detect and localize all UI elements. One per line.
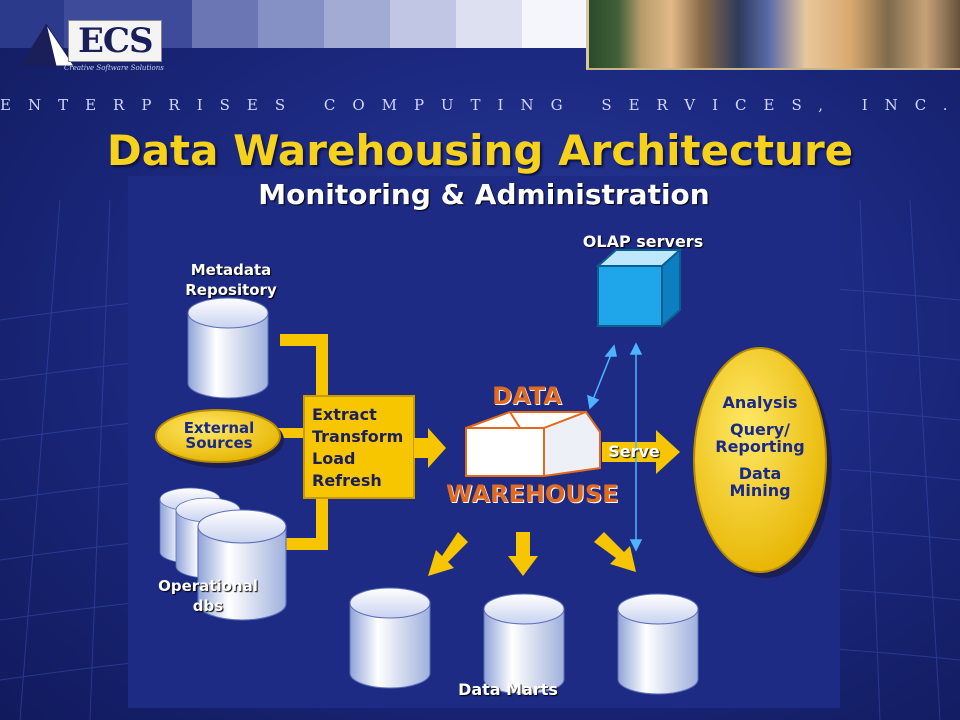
etl-step: Extract: [312, 405, 377, 424]
tool-analysis: Analysis: [722, 393, 798, 412]
company-name: ENTERPRISES COMPUTING SERVICES, INC.: [0, 96, 960, 114]
header-photo-strip: [586, 0, 960, 70]
slide-title: Data Warehousing Architecture: [106, 126, 854, 175]
data-mart-cylinder: [483, 593, 565, 695]
header-tile: [456, 0, 522, 48]
etl-step: Refresh: [312, 471, 382, 490]
data-warehouse-box: [465, 410, 601, 478]
olap-servers-label: OLAP servers: [582, 232, 704, 251]
header-banner: ECS Creative Software Solutions: [0, 0, 960, 90]
serve-arrow: [602, 430, 680, 474]
etl-step: Load: [312, 449, 356, 468]
external-sources-ellipse: [155, 409, 281, 463]
metadata-label-line: Metadata: [190, 261, 272, 279]
subtitle: Monitoring & Administration: [258, 178, 710, 211]
etl-steps-label: Extract Transform Load Refresh: [312, 404, 412, 492]
logo-triangle-icon: [20, 23, 75, 67]
data-mart-cylinder: [349, 587, 431, 689]
logo-text: ECS: [78, 21, 154, 61]
architecture-diagram: [155, 247, 832, 695]
metadata-repository-label: Metadata Repository: [176, 260, 286, 300]
tool-mining: Mining: [729, 481, 791, 500]
tool-data: Data: [738, 464, 782, 483]
data-mart-cylinder: [617, 593, 699, 695]
external-sources-label: External Sources: [164, 421, 274, 451]
header-tile: [324, 0, 390, 48]
external-sources-line: Sources: [185, 434, 253, 452]
logo-box: [68, 20, 162, 62]
warehouse-bottom-label: WAREHOUSE: [446, 480, 619, 508]
data-marts-label: Data Marts: [458, 680, 558, 699]
warehouse-top-label: DATA: [492, 382, 562, 410]
tools-ellipse: [693, 347, 827, 573]
header-tile: [390, 0, 456, 48]
serve-label: Serve: [608, 442, 660, 461]
diagram-panel: Monitoring & Administration Metadata Rep…: [128, 176, 840, 708]
tool-query: Query/: [729, 420, 790, 439]
logo-tagline: Creative Software Solutions: [64, 64, 164, 72]
arrow-to-warehouse-icon: [414, 428, 446, 468]
header-tile: [522, 0, 586, 48]
olap-link-arrows: [587, 342, 643, 552]
operational-dbs-label: Operational dbs: [148, 576, 268, 616]
mart-arrows: [428, 532, 636, 576]
operational-dbs-line: Operational: [158, 577, 258, 595]
metadata-repository-cylinder: [187, 297, 269, 399]
header-tile: [192, 0, 258, 48]
tools-label: Analysis Query/ Reporting Data Mining: [694, 394, 826, 499]
metadata-label-line: Repository: [185, 281, 277, 299]
operational-dbs-line: dbs: [192, 597, 224, 615]
header-tile: [258, 0, 324, 48]
external-sources-line: External: [183, 419, 255, 437]
etl-step: Transform: [312, 427, 404, 446]
olap-server-cube: [595, 247, 683, 329]
tool-reporting: Reporting: [715, 437, 805, 456]
